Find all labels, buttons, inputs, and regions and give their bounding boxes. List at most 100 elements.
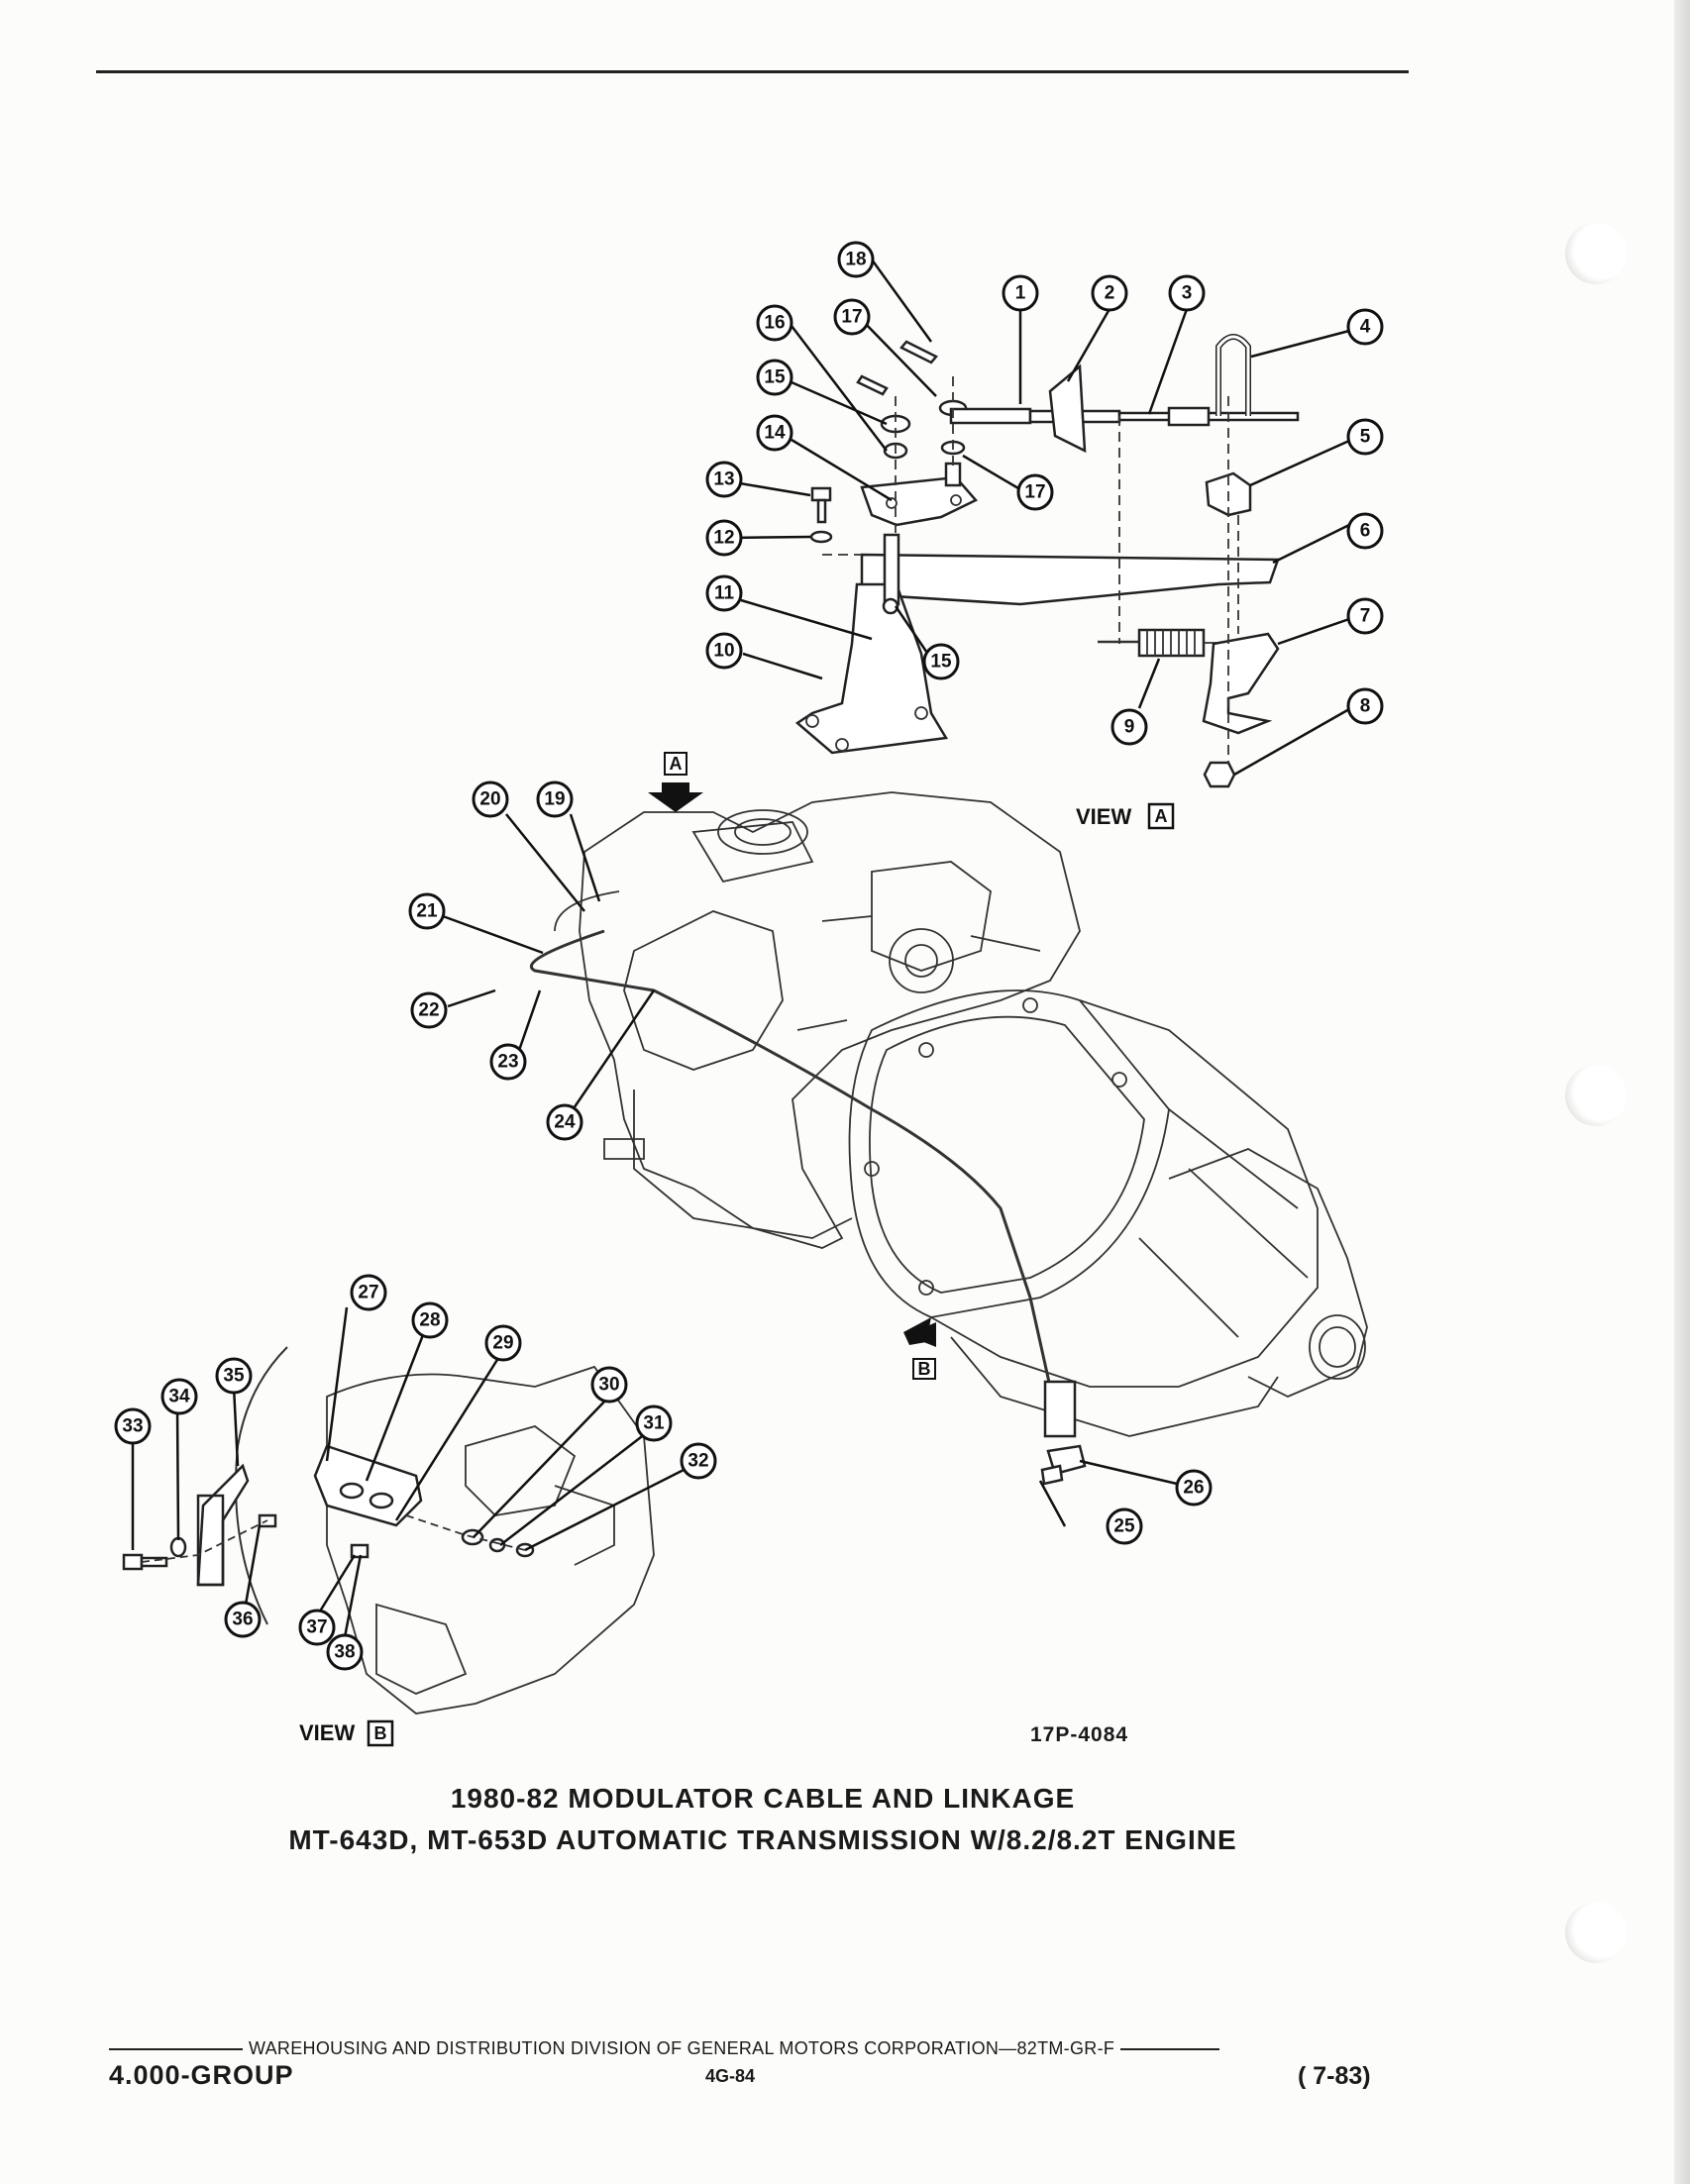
view-a-label: VIEW A <box>1076 802 1175 830</box>
svg-text:17: 17 <box>841 307 862 328</box>
view-b-label: VIEW B <box>299 1719 394 1747</box>
footer-rule-left <box>109 2047 243 2050</box>
callout-17-upper: 17 <box>833 298 871 336</box>
svg-text:30: 30 <box>598 1375 619 1396</box>
figure-number: 17P-4084 <box>1030 1723 1129 1746</box>
svg-text:9: 9 <box>1124 717 1135 738</box>
svg-text:29: 29 <box>492 1333 513 1354</box>
callout-38: 38 <box>326 1633 364 1671</box>
punch-hole-top <box>1565 223 1627 284</box>
footer-group-number: 4.000-GROUP <box>109 2060 294 2090</box>
callout-12: 12 <box>705 519 743 557</box>
svg-text:3: 3 <box>1182 283 1193 304</box>
callout-3: 3 <box>1168 274 1206 312</box>
callout-20: 20 <box>472 780 509 818</box>
svg-text:14: 14 <box>764 423 786 444</box>
figure-caption-line-2: MT-643D, MT-653D AUTOMATIC TRANSMISSION … <box>288 1824 1237 1855</box>
callout-24: 24 <box>546 1103 583 1141</box>
svg-text:1: 1 <box>1015 283 1026 304</box>
callout-7: 7 <box>1346 597 1384 635</box>
footer-publisher-line: WAREHOUSING AND DISTRIBUTION DIVISION OF… <box>109 2038 1426 2059</box>
callout-27: 27 <box>350 1274 387 1311</box>
footer-date: ( 7-83) <box>1298 2062 1371 2090</box>
engine-transmission-assembly <box>529 791 1368 1486</box>
svg-text:37: 37 <box>306 1617 327 1638</box>
top-rule <box>96 70 1409 73</box>
svg-text:B: B <box>374 1723 387 1743</box>
svg-text:10: 10 <box>713 641 734 662</box>
svg-text:38: 38 <box>334 1642 355 1663</box>
svg-text:33: 33 <box>122 1416 143 1437</box>
svg-text:19: 19 <box>544 789 565 810</box>
svg-text:25: 25 <box>1113 1516 1135 1537</box>
svg-text:23: 23 <box>497 1052 518 1073</box>
footer-rule-right <box>1120 2047 1220 2050</box>
callout-35: 35 <box>215 1357 253 1395</box>
callout-10: 10 <box>705 632 743 670</box>
footer-publisher-text: WAREHOUSING AND DISTRIBUTION DIVISION OF… <box>249 2038 1115 2058</box>
svg-text:28: 28 <box>419 1310 440 1331</box>
callout-13: 13 <box>705 461 743 498</box>
callout-17-lower: 17 <box>1016 473 1054 511</box>
svg-text:5: 5 <box>1360 427 1371 448</box>
view-b-pointer: B <box>903 1317 936 1380</box>
callout-16: 16 <box>756 304 793 342</box>
view-a-assembly <box>794 334 1300 788</box>
callout-26: 26 <box>1175 1469 1213 1507</box>
view-a-pointer: A <box>648 752 703 812</box>
svg-text:VIEW: VIEW <box>299 1720 355 1745</box>
svg-text:15: 15 <box>930 652 952 673</box>
callout-1: 1 <box>1002 274 1039 312</box>
svg-text:32: 32 <box>687 1451 708 1472</box>
svg-text:27: 27 <box>358 1283 378 1303</box>
callout-21: 21 <box>408 892 446 930</box>
callout-25: 25 <box>1106 1508 1143 1545</box>
svg-text:18: 18 <box>845 250 866 270</box>
callout-5: 5 <box>1346 418 1384 456</box>
figure-caption-line-1: 1980-82 MODULATOR CABLE AND LINKAGE <box>450 1783 1076 1814</box>
callout-29: 29 <box>484 1324 522 1362</box>
svg-text:11: 11 <box>714 583 735 604</box>
callout-36: 36 <box>224 1601 262 1638</box>
callout-15-lower: 15 <box>922 643 960 680</box>
svg-text:6: 6 <box>1360 521 1371 542</box>
callout-14: 14 <box>756 414 793 452</box>
svg-text:34: 34 <box>168 1387 190 1407</box>
view-b-assembly <box>122 1346 655 1715</box>
svg-text:8: 8 <box>1360 696 1371 717</box>
leader-lines <box>131 259 1350 1638</box>
svg-text:26: 26 <box>1183 1478 1204 1499</box>
callout-15-upper: 15 <box>756 359 793 396</box>
svg-text:4: 4 <box>1360 317 1371 338</box>
callout-31: 31 <box>635 1404 673 1442</box>
svg-text:13: 13 <box>713 469 734 490</box>
callout-18: 18 <box>837 241 875 278</box>
svg-text:2: 2 <box>1105 283 1115 304</box>
svg-text:7: 7 <box>1360 606 1371 627</box>
svg-text:20: 20 <box>479 789 500 810</box>
callout-32: 32 <box>680 1442 717 1480</box>
svg-text:31: 31 <box>643 1413 665 1434</box>
callout-9: 9 <box>1110 708 1148 746</box>
punch-hole-bottom <box>1565 1902 1627 1963</box>
svg-text:21: 21 <box>416 901 438 922</box>
svg-text:17: 17 <box>1024 482 1045 503</box>
svg-text:15: 15 <box>764 367 786 388</box>
callout-37: 37 <box>298 1609 336 1646</box>
svg-text:16: 16 <box>764 313 785 334</box>
callout-22: 22 <box>410 991 448 1029</box>
callout-19: 19 <box>536 780 574 818</box>
svg-text:24: 24 <box>554 1112 576 1133</box>
svg-text:A: A <box>1155 806 1168 826</box>
svg-text:36: 36 <box>232 1610 253 1630</box>
callout-8: 8 <box>1346 687 1384 725</box>
callout-11: 11 <box>705 574 743 612</box>
footer-page-number: 4G-84 <box>705 2066 756 2086</box>
svg-text:22: 22 <box>418 1000 439 1021</box>
svg-text:B: B <box>918 1359 931 1379</box>
callout-6: 6 <box>1346 512 1384 550</box>
svg-text:35: 35 <box>223 1366 245 1387</box>
page-edge <box>1674 0 1690 2184</box>
svg-text:A: A <box>670 754 683 774</box>
